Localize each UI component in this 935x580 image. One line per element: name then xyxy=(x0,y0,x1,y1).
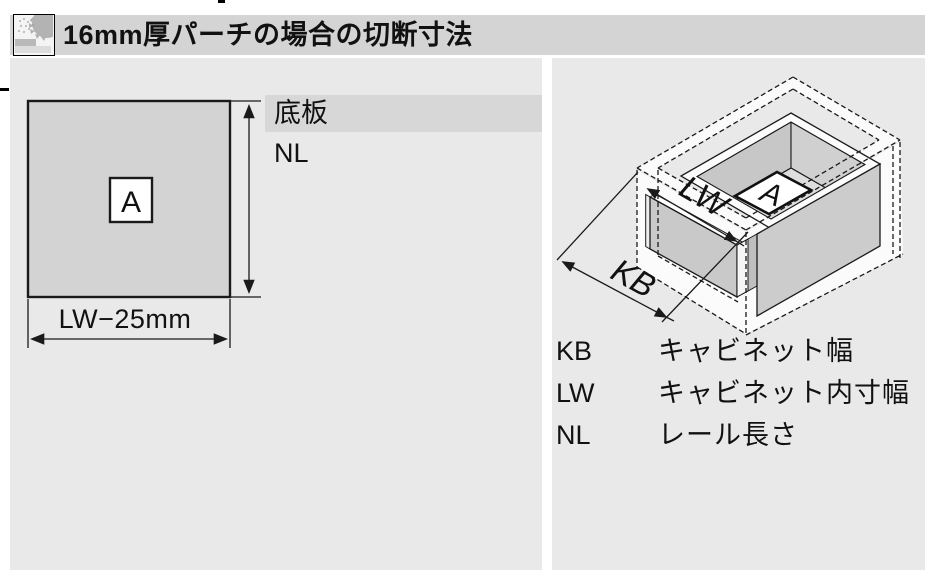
legend-desc: キャビネット内寸幅 xyxy=(658,378,910,408)
legend-desc: キャビネット幅 xyxy=(658,336,854,366)
legend-key: KB xyxy=(556,336,593,366)
crop-mark-left xyxy=(0,88,9,91)
cabinet-back-dashed-edges xyxy=(636,76,901,169)
panel-a-label: A xyxy=(121,186,141,219)
legend-row-lw: LW キャビネット内寸幅 xyxy=(552,376,925,418)
saw-cut-icon xyxy=(13,8,62,56)
legend-key: NL xyxy=(556,420,591,450)
legend-row-nl: NL レール長さ xyxy=(552,418,925,460)
legend-desc: レール長さ xyxy=(658,420,798,450)
page-title: 16mm厚パーチの場合の切断寸法 xyxy=(63,20,474,50)
panel-a-marker-box xyxy=(108,176,154,224)
drawer-inner-rim-edge xyxy=(695,121,867,220)
drawer-isometric-diagram: A LW KB xyxy=(556,76,904,336)
board-cutting-diagram: A xyxy=(26,99,261,348)
width-extension-lines xyxy=(27,299,231,348)
section-header-bar xyxy=(10,15,925,55)
left-diagram-panel: A LW−25mm 底板 NL xyxy=(10,58,542,570)
crop-mark-top xyxy=(218,0,225,3)
nl-callout-label: NL xyxy=(274,138,309,168)
legend-key: LW xyxy=(556,378,595,408)
legend: KB キャビネット幅 LW キャビネット内寸幅 NL レール長さ xyxy=(552,334,925,460)
panel-a-marker-box-iso xyxy=(732,170,814,216)
right-diagram-panel: A LW KB KB キャビネット幅 LW xyxy=(552,58,925,570)
width-dimension-label: LW−25mm xyxy=(58,304,192,334)
saw-cut-icon-art xyxy=(15,8,62,53)
nl-extension-ticks xyxy=(230,100,261,298)
bottom-board-callout: 底板 xyxy=(265,95,542,132)
dimension-lines xyxy=(556,171,749,323)
legend-row-kb: KB キャビネット幅 xyxy=(552,334,925,376)
